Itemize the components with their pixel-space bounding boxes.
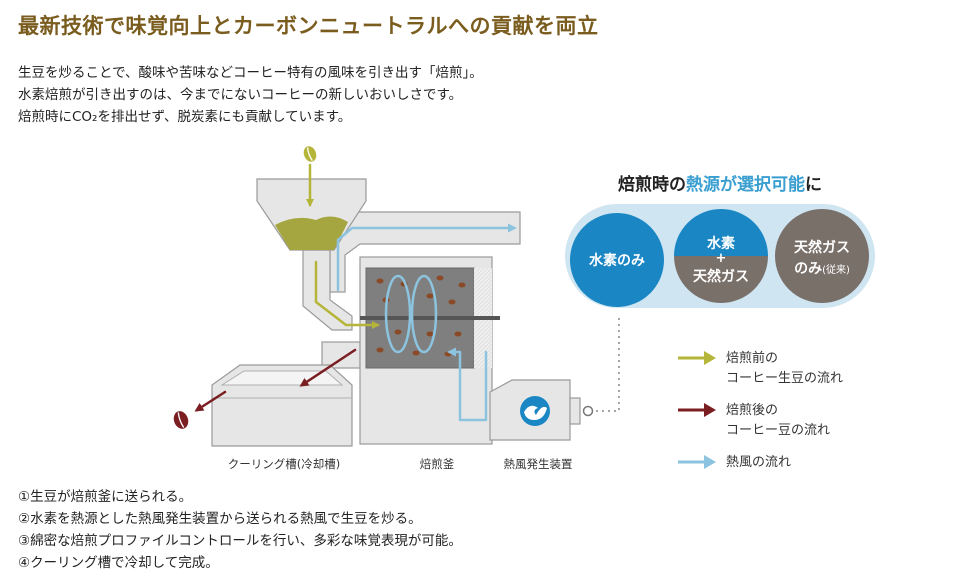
step-1: ①生豆が焙煎釜に送られる。	[18, 489, 193, 505]
page-title: 最新技術で味覚向上とカーボンニュートラルへの貢献を両立	[18, 14, 599, 38]
hopper	[256, 178, 367, 251]
legend: 焙煎前の コーヒー生豆の流れ 焙煎後の コーヒー豆の流れ 熱風の流れ	[678, 350, 843, 470]
legend-green-arrow-icon	[704, 351, 716, 365]
intro-line-2: 水素焙煎が引き出すのは、今までにないコーヒーの新しいおいしさです。	[18, 87, 463, 103]
legend-red-line1: 焙煎後の	[726, 402, 778, 418]
legend-roasted-bean: 焙煎後の コーヒー豆の流れ	[678, 402, 830, 438]
option-hydrogen-only-label: 水素のみ	[589, 252, 645, 269]
green-bean-chute-arrow	[314, 260, 380, 329]
step-4: ④クーリング槽で冷却して完成。	[18, 555, 219, 571]
step-3: ③綿密な焙煎プロファイルコントロールを行い、多彩な味覚表現が可能。	[18, 533, 462, 549]
dotted-connector	[596, 318, 620, 412]
heat-source-panel: 焙煎時の熱源が選択可能に 水素のみ 水素 + 天然ガス 天然ガス のみ(従来)	[565, 174, 875, 412]
roasted-bean-flow-arrow	[299, 348, 357, 387]
legend-red-line2: コーヒー豆の流れ	[726, 423, 830, 438]
option-hydrogen-only	[570, 213, 664, 307]
cooling-tank	[211, 341, 361, 447]
legend-blue-arrow-icon	[704, 455, 716, 469]
option-hydrogen-plus-gas-line1: 水素	[707, 235, 735, 252]
roaster-label: 焙煎釜	[420, 457, 455, 471]
cooling-tank-label: クーリング槽(冷却槽)	[228, 457, 340, 471]
flow-arrows	[194, 163, 517, 422]
legend-red-arrow-icon	[704, 403, 716, 417]
legend-green-bean: 焙煎前の コーヒー生豆の流れ	[678, 350, 843, 386]
intro-line-1: 生豆を炒ることで、酸味や苦味などコーヒー特有の風味を引き出す「焙煎」。	[18, 65, 483, 81]
legend-green-line2: コーヒー生豆の流れ	[726, 371, 843, 386]
heat-generator-label: 熱風発生装置	[504, 457, 573, 471]
hot-air-swirl-1	[384, 274, 412, 354]
hot-air-exhaust-arrow	[336, 223, 517, 292]
heat-generator	[489, 379, 594, 441]
legend-green-line1: 焙煎前の	[726, 350, 778, 366]
option-natural-gas-only-line1: 天然ガス	[794, 239, 850, 256]
intro-line-3: 焙煎時にCO₂を排出せず、脱炭素にも貢献しています。	[18, 109, 352, 125]
option-hydrogen-plus-gas	[674, 209, 768, 303]
intro-text: 生豆を炒ることで、酸味や苦味などコーヒー特有の風味を引き出す「焙煎」。 水素焙煎…	[18, 62, 483, 128]
heat-source-heading: 焙煎時の熱源が選択可能に	[618, 174, 822, 195]
option-hydrogen-plus-gas-line2: +	[716, 251, 727, 266]
green-beans-in-hopper	[275, 216, 348, 250]
option-natural-gas-only	[775, 209, 869, 303]
flame-icon	[520, 396, 550, 426]
legend-blue-line1: 熱風の流れ	[726, 455, 791, 470]
green-bean-icon	[303, 146, 317, 162]
roasted-bean-exit-arrow	[194, 390, 227, 412]
option-natural-gas-only-line2: のみ(従来)	[794, 261, 850, 277]
step-2: ②水素を熱源とした熱風発生装置から送られる熱風で生豆を炒る。	[18, 511, 422, 527]
roasting-machine	[211, 178, 594, 447]
hot-air-in-arrow	[447, 347, 488, 422]
legend-hot-air: 熱風の流れ	[678, 455, 791, 470]
process-steps: ①生豆が焙煎釜に送られる。 ②水素を熱源とした熱風発生装置から送られる熱風で生豆…	[18, 486, 462, 574]
option-hydrogen-plus-gas-line3: 天然ガス	[693, 268, 749, 285]
roasted-bean-icon	[173, 411, 189, 429]
hot-air-swirl-2	[410, 274, 438, 354]
